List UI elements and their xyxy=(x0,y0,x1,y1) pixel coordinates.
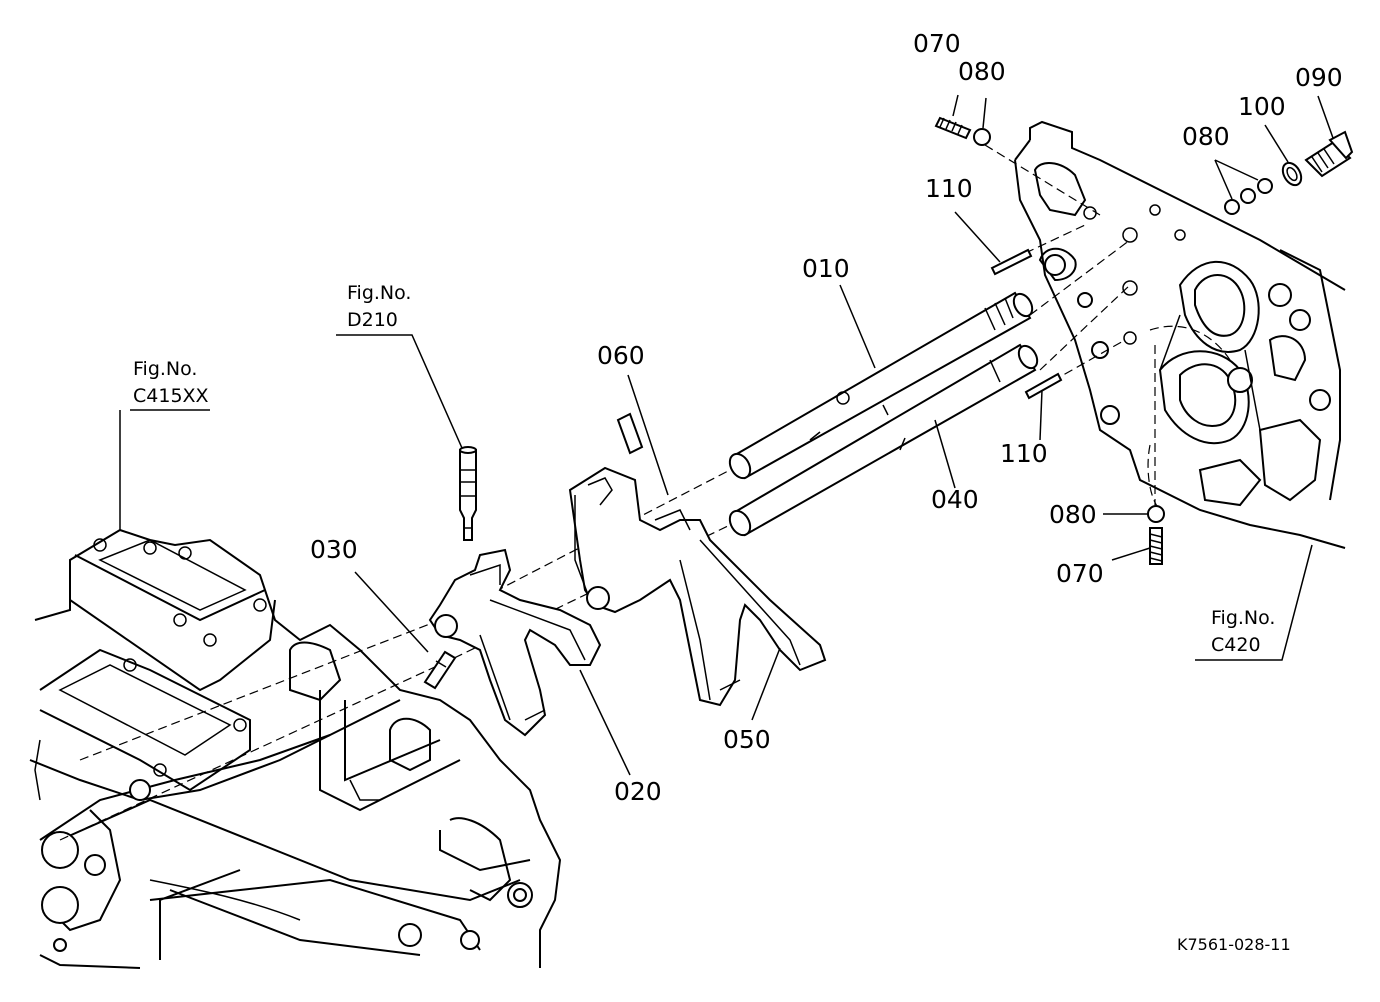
callout-labels: 010 020 030 040 050 060 070 070 080 080 … xyxy=(310,29,1343,806)
callout-110-lower: 110 xyxy=(1000,439,1048,468)
transmission-case xyxy=(29,528,562,969)
callout-080-lower: 080 xyxy=(1049,500,1097,529)
callout-080-top: 080 xyxy=(958,57,1006,86)
figure-ref-label: Fig.No. xyxy=(347,282,411,304)
figure-reference-c415xx: Fig.No. C415XX xyxy=(133,358,209,407)
plunger-d210 xyxy=(459,446,477,541)
pin-060 xyxy=(616,412,644,455)
figure-ref-number: C420 xyxy=(1211,634,1261,656)
detent-balls-080-right xyxy=(1224,178,1273,215)
callout-100: 100 xyxy=(1238,92,1286,121)
callout-070-lower: 070 xyxy=(1056,559,1104,588)
callout-020: 020 xyxy=(614,777,662,806)
shift-rod-010 xyxy=(728,291,1034,480)
figure-ref-number: D210 xyxy=(347,309,398,331)
drawing-code: K7561-028-11 xyxy=(1177,935,1291,954)
figure-ref-label: Fig.No. xyxy=(1211,607,1275,629)
detent-ball-080-top xyxy=(973,128,991,146)
figure-reference-c420: Fig.No. C420 xyxy=(1211,607,1275,656)
detent-ball-080-lower xyxy=(1147,505,1165,523)
callout-070-top: 070 xyxy=(913,29,961,58)
callout-030: 030 xyxy=(310,535,358,564)
shift-fork-020 xyxy=(428,548,602,737)
figure-ref-label: Fig.No. xyxy=(133,358,197,380)
shift-fork-050 xyxy=(568,466,827,707)
detent-spring-070-top xyxy=(934,116,972,140)
leader-lines xyxy=(119,94,1334,776)
callout-090: 090 xyxy=(1295,63,1343,92)
callout-080-right: 080 xyxy=(1182,122,1230,151)
spring-pin-110-lower xyxy=(1024,372,1063,400)
plug-090 xyxy=(1304,130,1354,178)
pin-030 xyxy=(423,650,457,690)
rear-cover-plate xyxy=(1014,120,1346,549)
spring-pin-110-upper xyxy=(990,248,1033,276)
figure-reference-d210: Fig.No. D210 xyxy=(347,282,411,331)
assembly-axis-lines xyxy=(59,144,1346,841)
o-ring-100 xyxy=(1281,161,1303,187)
callout-060: 060 xyxy=(597,341,645,370)
shift-rod-040 xyxy=(728,343,1039,537)
callout-040: 040 xyxy=(931,485,979,514)
callout-050: 050 xyxy=(723,725,771,754)
detent-spring-070-lower xyxy=(1149,527,1163,565)
figure-ref-number: C415XX xyxy=(133,385,209,407)
callout-010: 010 xyxy=(802,254,850,283)
callout-110-upper: 110 xyxy=(925,174,973,203)
